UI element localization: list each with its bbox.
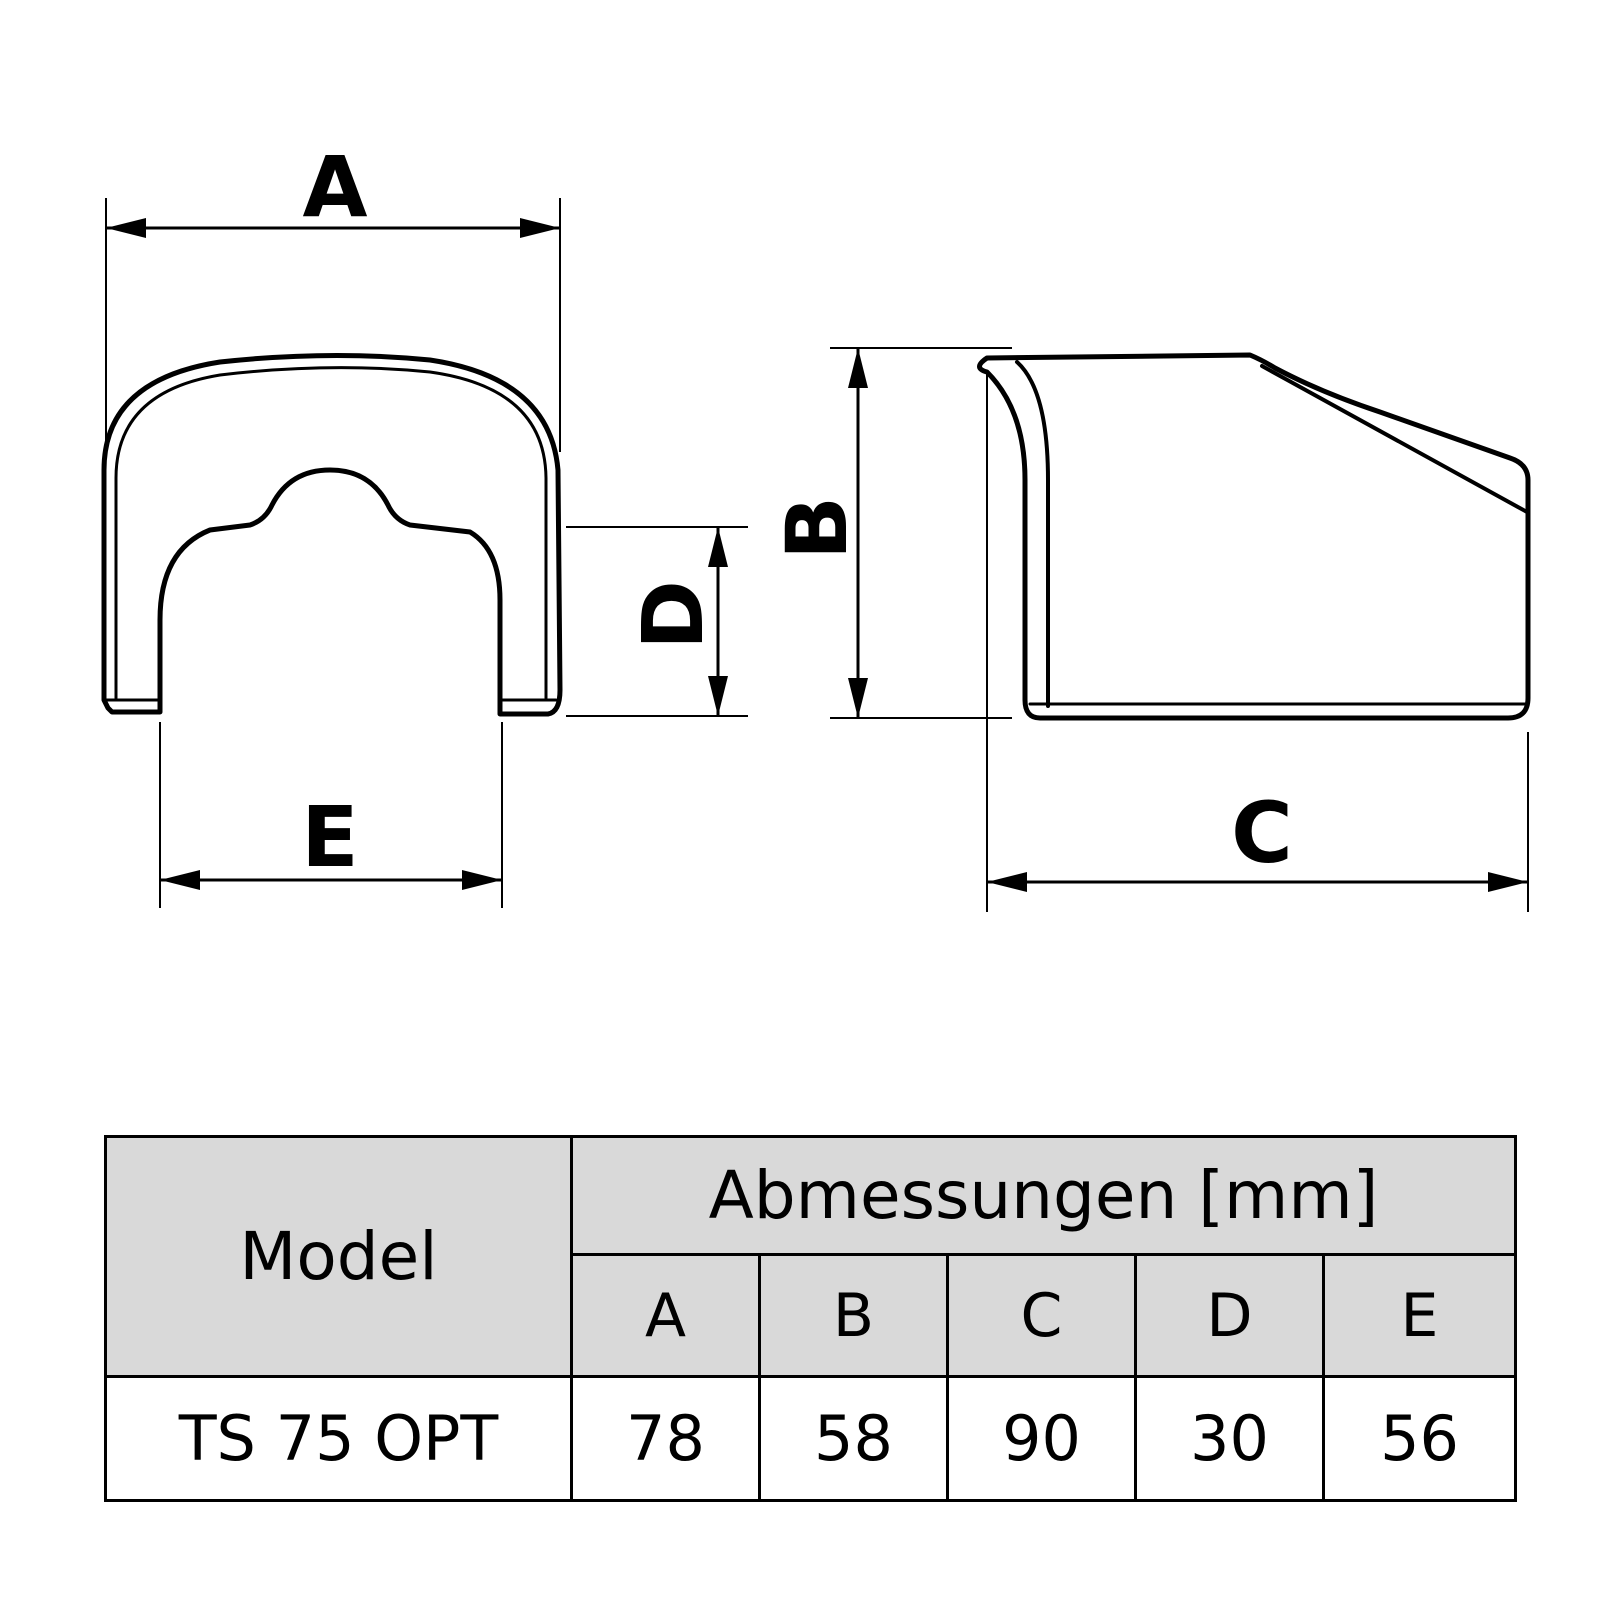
side-outer-contour bbox=[977, 352, 1531, 721]
column-header-d: D bbox=[1134, 1253, 1325, 1378]
value-cell-a: 78 bbox=[570, 1375, 761, 1502]
value-cell-d: 30 bbox=[1134, 1375, 1325, 1502]
side-front-face bbox=[1015, 360, 1050, 708]
table-row: TS 75 OPT 78 58 90 30 56 bbox=[104, 1375, 1518, 1502]
dimension-lines bbox=[105, 198, 1529, 912]
column-header-c: C bbox=[946, 1253, 1137, 1378]
front-inner-contour bbox=[114, 366, 548, 700]
dim-label-a: A bbox=[302, 138, 367, 236]
front-view bbox=[101, 352, 563, 717]
side-view bbox=[977, 352, 1531, 721]
model-cell: TS 75 OPT bbox=[104, 1375, 573, 1502]
value-cell-e: 56 bbox=[1321, 1375, 1518, 1502]
model-header: Model bbox=[104, 1135, 573, 1378]
dim-label-d: D bbox=[624, 580, 722, 650]
value-cell-c: 90 bbox=[946, 1375, 1137, 1502]
value-cell-b: 58 bbox=[758, 1375, 949, 1502]
technical-drawing: A E D B C bbox=[101, 138, 1531, 912]
side-slope-edge bbox=[1260, 364, 1529, 514]
dim-label-c: C bbox=[1231, 784, 1293, 882]
column-header-e: E bbox=[1321, 1253, 1518, 1378]
dimensions-table: Model Abmessungen [mm] A B C D E TS 75 O… bbox=[104, 1135, 1518, 1502]
dim-label-e: E bbox=[301, 788, 358, 886]
column-header-a: A bbox=[570, 1253, 761, 1378]
dimensions-header: Abmessungen [mm] bbox=[569, 1135, 1518, 1256]
dim-label-b: B bbox=[768, 496, 866, 560]
front-outer-contour bbox=[101, 352, 563, 717]
column-header-b: B bbox=[758, 1253, 949, 1378]
